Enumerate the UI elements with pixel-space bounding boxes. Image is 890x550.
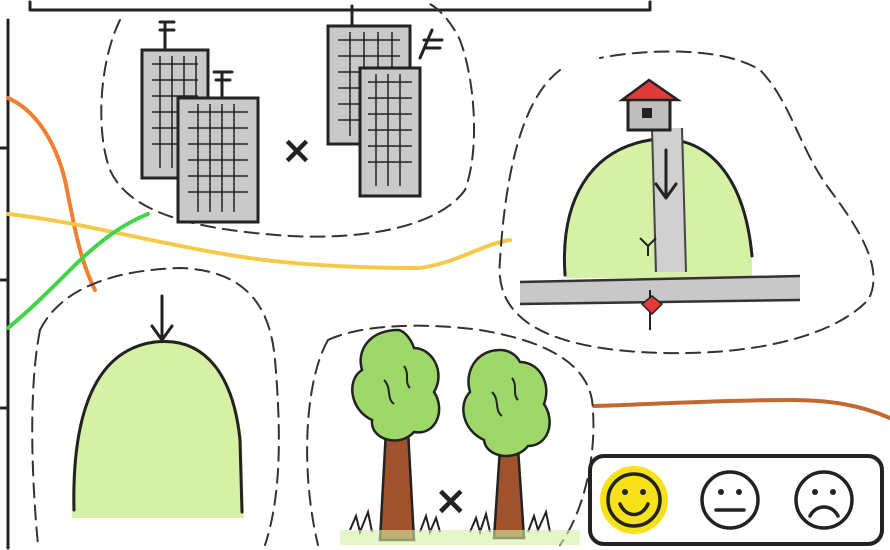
down-arrow-icon [152, 296, 172, 340]
smiley-happy-icon[interactable] [600, 466, 668, 534]
house-hill-group [500, 51, 874, 353]
top-frame [30, 2, 650, 10]
hill-shape [72, 339, 244, 518]
buildings-group: × [101, 4, 474, 237]
operator-symbol: × [281, 128, 313, 172]
hill-road [652, 128, 686, 272]
trees-group: × [307, 326, 593, 545]
smiley-sad-icon[interactable] [796, 472, 852, 528]
smiley-neutral-icon[interactable] [702, 472, 758, 528]
house-icon [622, 80, 678, 130]
tree-icon [463, 350, 549, 538]
rating-panel [590, 456, 882, 544]
green-route-line [8, 214, 148, 328]
tree-icon [352, 330, 439, 540]
operator-symbol: × [434, 478, 468, 524]
brown-route-line [594, 400, 890, 418]
bare-hill-group [32, 268, 279, 545]
